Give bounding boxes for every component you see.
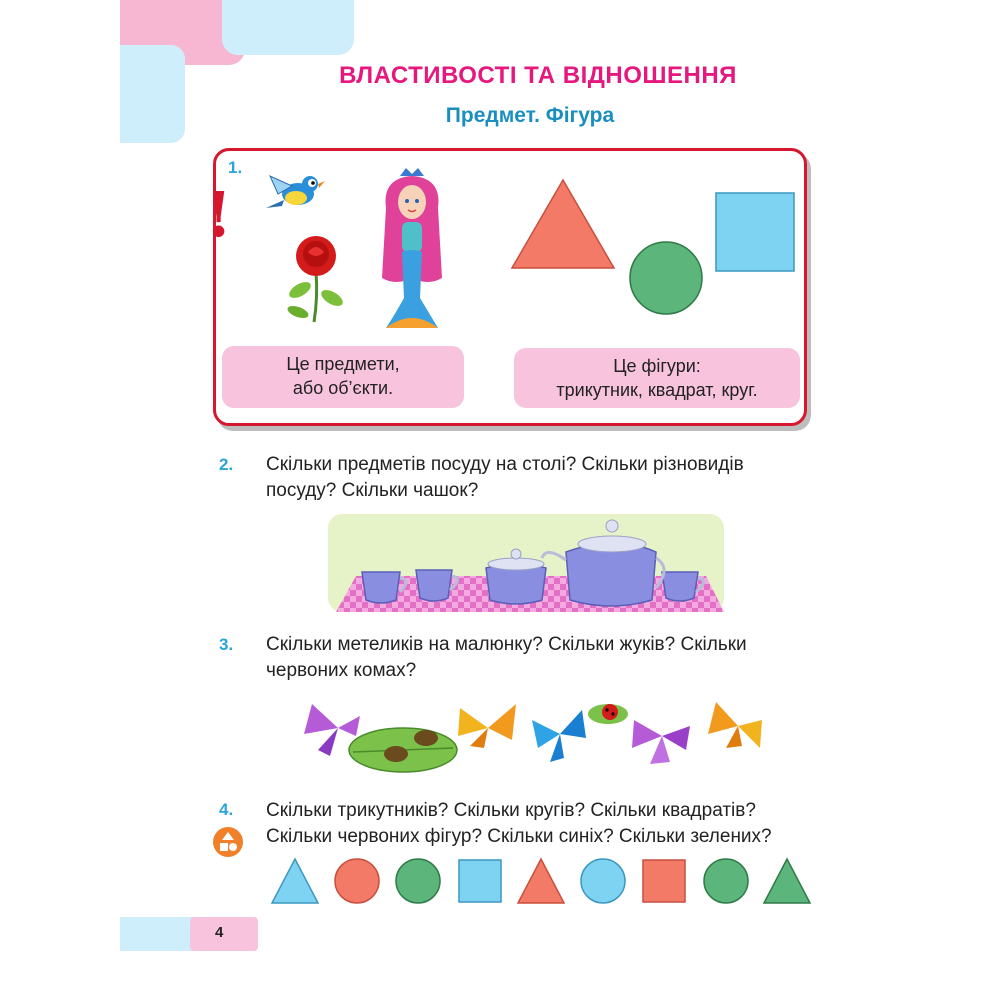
exclamation-icon: !: [205, 178, 233, 251]
task-number: 1.: [228, 158, 243, 177]
green-circle-shape: [395, 858, 441, 904]
task-text-line: Скільки трикутників? Скільки кругів? Скі…: [266, 800, 756, 821]
doll-icon: [382, 168, 442, 328]
tableware-illustration: [328, 514, 724, 612]
objects-card: Це предмети, або об’єкти.: [222, 346, 464, 408]
task-text-line: червоних комах?: [266, 660, 417, 681]
figures-card-line: Це фігури:: [613, 356, 701, 376]
page-number-box: [190, 917, 258, 951]
red-triangle-shape: [516, 857, 566, 904]
rose-icon: [287, 236, 343, 323]
shapes-icon: [213, 827, 243, 857]
bird-icon: [266, 175, 325, 208]
insects-illustration: [304, 702, 762, 773]
blue-square-shape: [457, 859, 502, 903]
task-3-text: Скільки метеликів на малюнку? Скільки жу…: [266, 632, 747, 684]
task-2-text: Скільки предметів посуду на столі? Скіль…: [266, 452, 744, 504]
shapes-row: [270, 856, 820, 908]
page-title: ВЛАСТИВОСТІ ТА ВІДНОШЕННЯ: [339, 62, 737, 89]
butterfly: [304, 704, 360, 756]
square-figure: [715, 192, 795, 272]
figures-card: Це фігури: трикутник, квадрат, круг.: [514, 348, 800, 408]
objects-card-line: або об’єкти.: [292, 378, 394, 398]
blue-triangle-shape: [270, 857, 320, 904]
task-number: 4.: [219, 800, 234, 819]
page-number: 4: [215, 924, 224, 941]
task-number: 3.: [219, 635, 234, 654]
red-square-shape: [642, 859, 686, 903]
task-text-line: Скільки червоних фігур? Скільки синіх? С…: [266, 826, 772, 847]
task-text-line: Скільки предметів посуду на столі? Скіль…: [266, 454, 744, 475]
circle-figure: [629, 241, 703, 315]
task-number: 2.: [219, 455, 234, 474]
task-text-line: посуду? Скільки чашок?: [266, 480, 479, 501]
task-text-line: Скільки метеликів на малюнку? Скільки жу…: [266, 634, 747, 655]
green-triangle-shape: [762, 857, 812, 904]
page-strip: [120, 917, 200, 951]
corner-decoration: [120, 45, 185, 143]
green-circle-shape: [702, 858, 749, 904]
corner-decoration: [222, 0, 354, 55]
task-4-text: Скільки трикутників? Скільки кругів? Скі…: [266, 798, 772, 850]
page-subtitle: Предмет. Фігура: [445, 104, 615, 127]
objects-card-line: Це предмети,: [286, 354, 400, 374]
blue-circle-shape: [579, 858, 626, 904]
red-circle-shape: [333, 858, 380, 904]
triangle-figure: [510, 178, 616, 269]
figures-card-line: трикутник, квадрат, круг.: [556, 380, 758, 400]
